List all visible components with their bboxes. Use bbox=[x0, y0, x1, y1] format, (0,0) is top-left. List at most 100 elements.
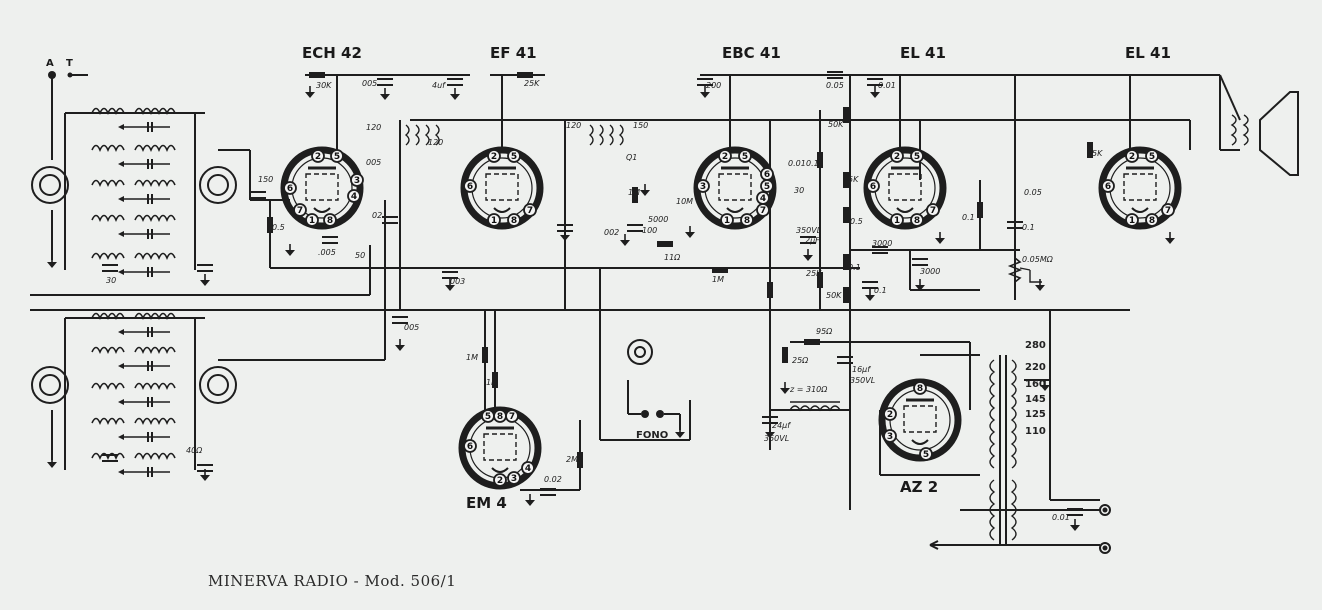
tube-pin-circle bbox=[283, 181, 297, 195]
tube-pin: 7 bbox=[505, 409, 519, 423]
value-label: 30 bbox=[106, 276, 116, 285]
tube-pin-circle bbox=[1101, 179, 1115, 193]
tube-pin-number: 1 bbox=[724, 216, 730, 226]
coil-secondary bbox=[134, 452, 176, 460]
value-label: Q1 bbox=[626, 153, 637, 162]
tube-pin-number: 5 bbox=[334, 152, 340, 162]
tube-grid bbox=[718, 173, 752, 201]
tube-heater bbox=[1131, 207, 1149, 213]
tube-pin-number: 3 bbox=[511, 474, 517, 484]
tube-pin: 1 bbox=[1125, 213, 1139, 227]
tube-pin-circle bbox=[350, 173, 364, 187]
tube-pin-circle bbox=[293, 203, 307, 217]
coil-secondary bbox=[134, 417, 176, 425]
value-label: 50 bbox=[355, 251, 365, 260]
wiring bbox=[30, 74, 1299, 546]
ground-triangle bbox=[47, 462, 57, 468]
ground-triangle bbox=[395, 345, 405, 351]
value-label: 30K bbox=[316, 81, 332, 90]
ground-triangle bbox=[560, 235, 570, 241]
tube-pin: 5 bbox=[481, 409, 495, 423]
tube-pin-circle bbox=[463, 439, 477, 453]
ground-symbol bbox=[870, 86, 880, 98]
tube-grid bbox=[485, 173, 519, 201]
ground-triangle bbox=[305, 92, 315, 98]
value-label: 005 bbox=[366, 158, 381, 167]
ground-triangle bbox=[445, 285, 455, 291]
tube-pin: 3 bbox=[350, 173, 364, 187]
coil-pair bbox=[91, 346, 176, 371]
ground-triangle bbox=[47, 262, 57, 268]
tube-pin-number: 2 bbox=[1129, 152, 1135, 162]
ground-symbol bbox=[47, 456, 57, 468]
resistor bbox=[817, 272, 823, 288]
arrow-head bbox=[118, 196, 124, 202]
value-label: 150 bbox=[258, 175, 273, 184]
tube-pin: 6 bbox=[866, 179, 880, 193]
coil-secondary bbox=[134, 312, 176, 320]
coil-primary bbox=[91, 144, 125, 152]
value-label: 2μF bbox=[805, 236, 820, 245]
value-label: 0.05 bbox=[826, 81, 844, 90]
tube-label-el41-a: EL 41 bbox=[900, 44, 946, 62]
value-label: 120 bbox=[428, 138, 443, 147]
tube-pin-circle bbox=[756, 203, 770, 217]
tube-pin: 8 bbox=[507, 213, 521, 227]
tube-label-em4: EM 4 bbox=[466, 494, 507, 512]
tube-pin-number: 5 bbox=[742, 152, 748, 162]
tube-pin-number: 7 bbox=[509, 412, 515, 422]
tube-grid bbox=[305, 173, 339, 201]
rf-coil-bank bbox=[91, 107, 176, 477]
resistor bbox=[267, 217, 273, 233]
value-label: 3000 bbox=[920, 267, 940, 276]
antenna-label: A bbox=[46, 58, 54, 69]
tap-160: 160 bbox=[1025, 379, 1046, 390]
tube-heater bbox=[911, 439, 929, 445]
coil-pair bbox=[91, 452, 176, 477]
resistor bbox=[657, 241, 673, 247]
tube-pin-number: 1 bbox=[1129, 216, 1135, 226]
tube-pin-circle bbox=[883, 429, 897, 443]
value-label: 0.01 bbox=[878, 81, 896, 90]
value-label: 30 bbox=[794, 186, 804, 195]
arrow-head bbox=[118, 469, 124, 475]
ground-triangle bbox=[200, 280, 210, 286]
coil-primary bbox=[91, 252, 125, 260]
value-label: 120 bbox=[366, 123, 381, 132]
tube-label-az2: AZ 2 bbox=[900, 478, 938, 496]
component-values: 30K 005 4uf 25K 200 0.05 0.01 120 120 12… bbox=[106, 79, 1103, 522]
value-label: 1M bbox=[466, 353, 478, 362]
tube-pin-number: 5 bbox=[485, 412, 491, 422]
value-label: 1M bbox=[712, 275, 724, 284]
value-label: 100 bbox=[642, 226, 657, 235]
tube-pin-number: 2 bbox=[894, 152, 900, 162]
ground-symbol bbox=[1070, 519, 1080, 531]
tube-pin-circle bbox=[507, 149, 521, 163]
potentiometer-body bbox=[1007, 257, 1023, 283]
coil-pair bbox=[91, 107, 176, 132]
coil-primary bbox=[91, 417, 125, 425]
tube-grid bbox=[903, 405, 937, 433]
ground-triangle bbox=[640, 190, 650, 196]
ground-symbol bbox=[915, 279, 925, 291]
resistor bbox=[492, 372, 498, 388]
tube-pin-number: 6 bbox=[467, 182, 473, 192]
ground-triangle bbox=[450, 94, 460, 100]
tube-pin-circle bbox=[919, 447, 933, 461]
coil-pair bbox=[91, 179, 176, 204]
coil-pair bbox=[91, 144, 176, 169]
arrow-head bbox=[118, 363, 124, 369]
value-label: 0.1 bbox=[1022, 223, 1035, 232]
phono-label: FONO bbox=[636, 430, 668, 441]
value-label: 0.01 bbox=[788, 159, 806, 168]
page-caption: MINERVA RADIO - Mod. 506/1 bbox=[208, 572, 456, 590]
value-label: 95Ω bbox=[816, 327, 833, 336]
tube-pin-number: 7 bbox=[760, 206, 766, 216]
mains-terminals bbox=[929, 504, 1111, 554]
value-label: 2M bbox=[566, 455, 578, 464]
tube-pin-number: 3 bbox=[354, 176, 360, 186]
ground-triangle bbox=[525, 500, 535, 506]
